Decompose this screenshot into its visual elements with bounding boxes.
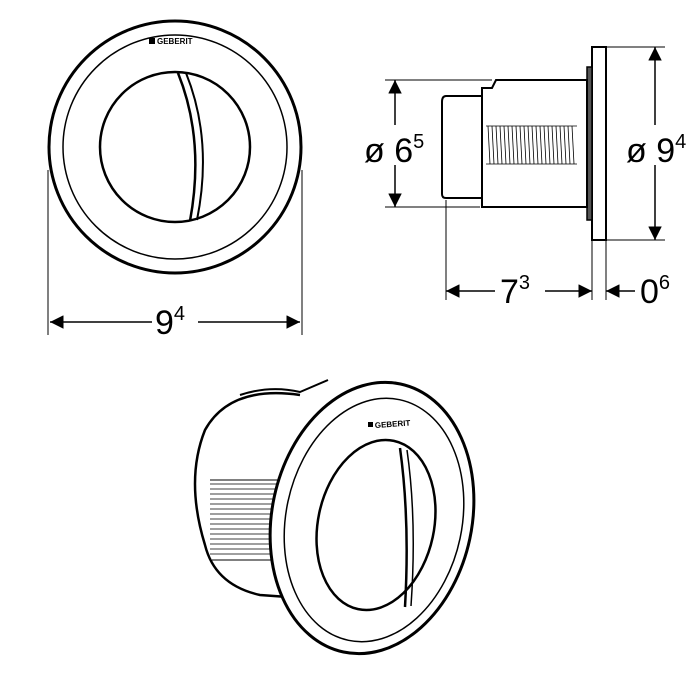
perspective-flush-button [315, 438, 437, 612]
cap [441, 95, 482, 199]
plate-diameter-dimension: ø 94 [626, 131, 686, 170]
button-split-line-left [176, 72, 197, 222]
plate-thickness-dimension: 06 [640, 272, 670, 311]
side-view [385, 46, 665, 300]
cover-plate [591, 46, 607, 241]
thread [210, 483, 280, 555]
front-view: GEBERIT [47, 19, 303, 335]
thread-outline [210, 479, 282, 561]
button-split-line-right [185, 72, 204, 221]
body-diameter-dimension: ø 65 [364, 131, 424, 170]
depth-dimension: 73 [500, 272, 530, 311]
front-logo: GEBERIT [157, 37, 193, 46]
thread [486, 125, 577, 165]
front-width-dimension: 94 [155, 303, 185, 342]
logo-mark-icon [149, 38, 155, 44]
perspective-logo: GEBERIT [375, 419, 411, 430]
body [481, 79, 588, 208]
outer-ring [47, 19, 303, 275]
perspective-view: GEBERIT [193, 379, 476, 656]
flush-button [98, 70, 252, 224]
inner-ring [62, 34, 288, 260]
logo-mark-icon [368, 422, 373, 427]
perspective-inner-ring [283, 397, 465, 643]
perspective-outer-ring [268, 380, 476, 656]
